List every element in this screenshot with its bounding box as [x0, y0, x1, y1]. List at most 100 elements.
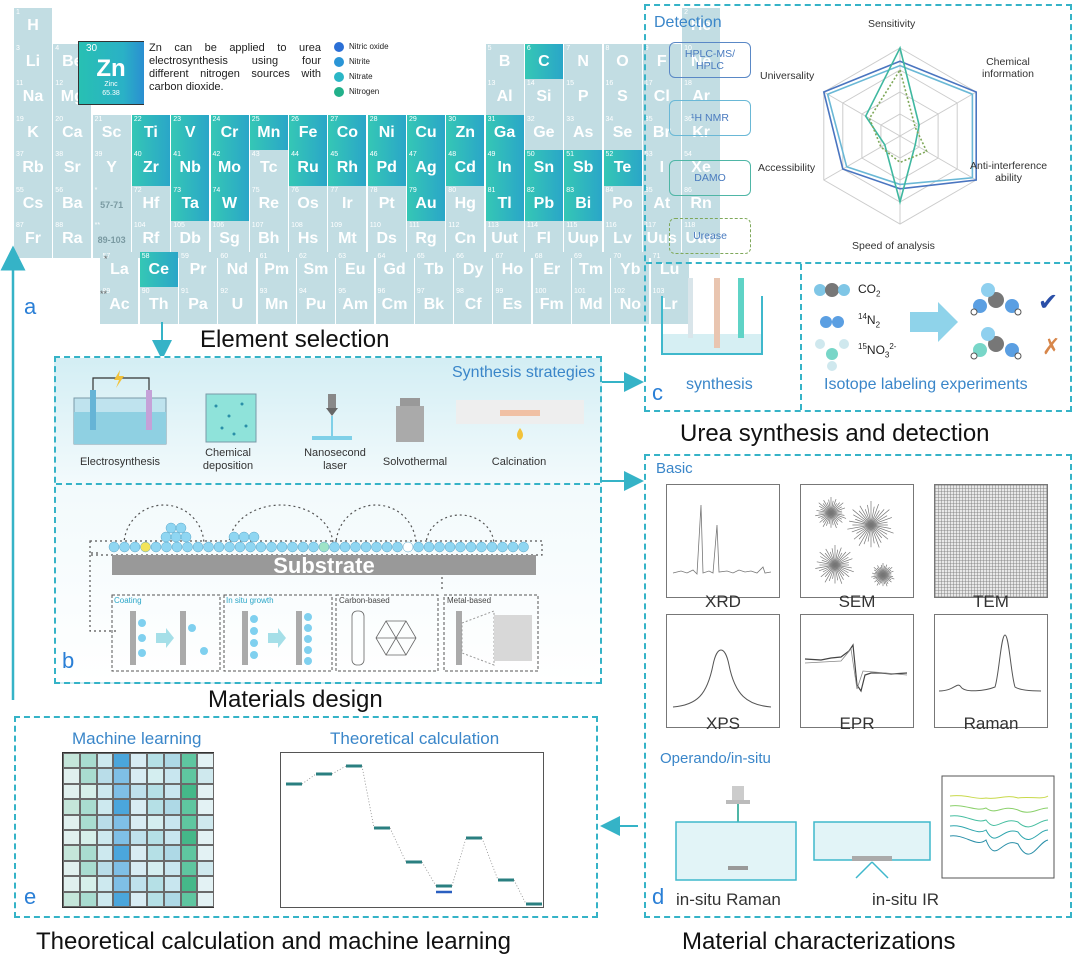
strategy-nanosecond-laser: Nanosecond laser	[304, 447, 366, 472]
panel-letter-d: d	[652, 884, 665, 909]
element-number: 40	[133, 151, 142, 158]
heatmap-cell	[147, 860, 164, 877]
element-number: 45	[330, 151, 339, 158]
n2-molecule	[820, 316, 844, 328]
element-symbol: Li	[25, 52, 41, 70]
element-symbol: Md	[579, 296, 603, 313]
element-symbol: Fe	[298, 123, 318, 141]
heatmap-cell	[96, 768, 114, 784]
element-symbol: Fl	[536, 230, 551, 247]
element-number: 13	[487, 80, 496, 87]
heatmap-cell	[79, 753, 97, 769]
calcination-icon	[456, 400, 584, 440]
solvothermal-icon	[396, 398, 424, 442]
element-symbol: H	[27, 17, 39, 34]
radar-series	[822, 60, 977, 190]
legend-swatch	[334, 42, 344, 52]
element-number: 107	[251, 222, 264, 229]
bead	[434, 541, 445, 553]
element-number: 69	[574, 253, 582, 260]
label-raman: Raman	[963, 714, 1019, 733]
legend-swatch	[334, 72, 344, 82]
sem-particle	[871, 563, 895, 587]
element-number: 38	[55, 151, 64, 158]
bead	[170, 531, 182, 543]
element-number: 49	[487, 151, 496, 158]
element-symbol: Cu	[415, 123, 437, 141]
element-number: 57	[102, 253, 111, 260]
element-symbol: I	[659, 159, 665, 176]
heatmap-cell	[96, 753, 114, 769]
element-number: 79	[409, 186, 417, 194]
heatmap-cell	[180, 891, 198, 907]
element-number: 11	[16, 80, 24, 87]
element-symbol: Lr	[661, 296, 678, 313]
bead	[297, 541, 309, 553]
element-number: 43	[251, 151, 260, 158]
element-number: 98	[456, 288, 464, 295]
element-number: 41	[173, 151, 181, 158]
zn-note-box: Zn can be applied to urea electrosynthes…	[144, 38, 324, 106]
element-symbol: Sm	[303, 261, 329, 278]
heatmap-cell	[147, 753, 164, 769]
element-number: 100	[534, 288, 547, 295]
radar-label-speed: Speed of analysis	[852, 240, 935, 252]
element-number: 106	[212, 222, 225, 229]
heatmap-cell	[197, 891, 215, 907]
element-number: 112	[448, 222, 460, 229]
element-number: 87	[16, 222, 24, 229]
element-symbol: Ga	[493, 123, 516, 141]
element-symbol: Ir	[342, 194, 353, 212]
bead	[455, 541, 466, 553]
heatmap-cell	[96, 814, 114, 830]
element-number: 105	[173, 222, 185, 229]
bead	[465, 541, 477, 553]
element-number: 84	[605, 186, 614, 194]
element-symbol: Y	[106, 159, 117, 176]
xps-plot	[666, 614, 780, 728]
element-symbol: Rf	[142, 230, 160, 247]
heatmap-cell	[180, 814, 198, 830]
heatmap-cell	[147, 799, 164, 815]
bead	[192, 541, 204, 553]
element-symbol: Bk	[423, 296, 445, 313]
element-symbol: Dy	[462, 261, 484, 278]
strategies-title: Synthesis strategies	[452, 364, 596, 381]
element-symbol: Db	[179, 230, 201, 247]
bead	[165, 522, 177, 534]
element-symbol: Cd	[454, 159, 476, 176]
urea-synthesis-detection-panel	[644, 4, 1072, 412]
element-number: 52	[605, 151, 614, 158]
operando-title: Operando/in-situ	[660, 750, 771, 767]
element-number: 37	[16, 151, 24, 158]
element-number: 80	[448, 186, 457, 194]
element-number: 7	[566, 44, 571, 52]
element-symbol: Ca	[62, 123, 83, 141]
zn-name: Zinc	[104, 81, 118, 88]
heatmap-cell	[79, 845, 97, 861]
element-number: 111	[409, 222, 420, 229]
heatmap-cell	[163, 860, 181, 877]
element-number: 81	[487, 186, 496, 194]
element-symbol: Th	[148, 296, 169, 313]
sem-particle	[847, 501, 894, 548]
legend-item-nitrogen: Nitrogen	[334, 87, 410, 102]
in-situ-growth-diagram	[242, 611, 312, 665]
element-symbol: Cs	[22, 194, 44, 212]
heatmap-cell	[113, 753, 131, 769]
element-number: 35	[644, 115, 653, 123]
element-symbol: Eu	[345, 261, 366, 278]
